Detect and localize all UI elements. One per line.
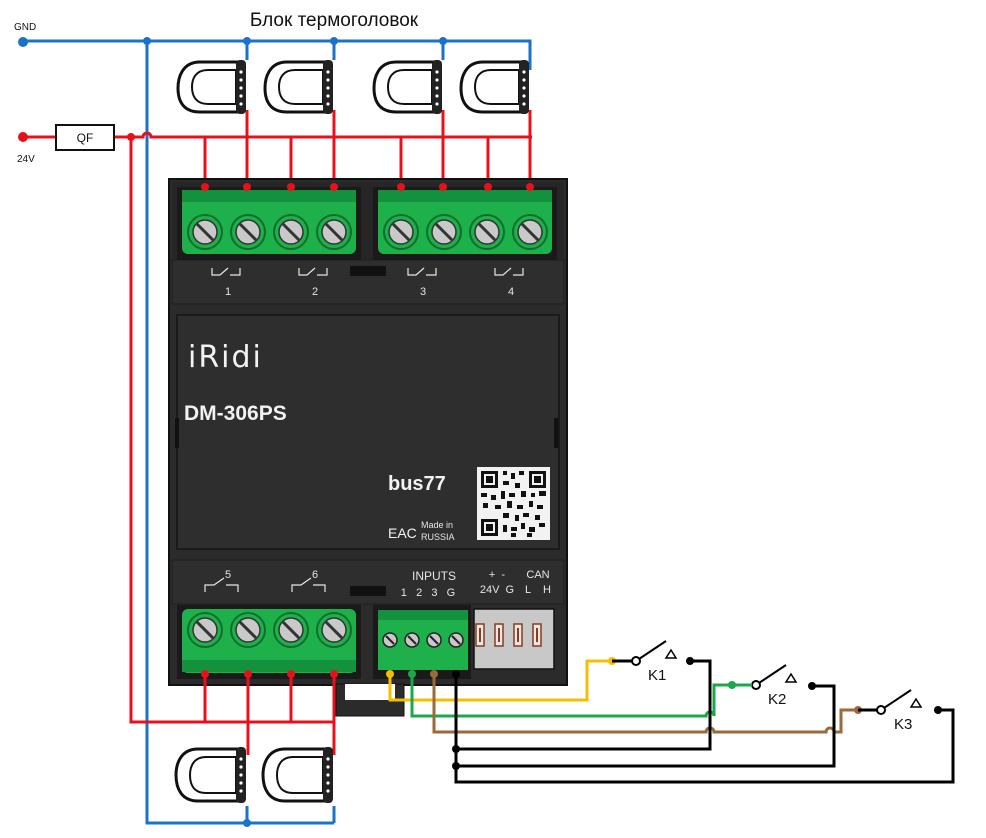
thermo-head-1 (176, 60, 246, 114)
terminal-block-top-right (373, 187, 557, 260)
svg-text:K3: K3 (894, 716, 912, 733)
relay-label-2: 2 (312, 286, 318, 298)
inputs-numbers: 1 2 3 G (401, 587, 455, 599)
gnd-label: GND (14, 22, 36, 33)
power-pins-top: + - (489, 569, 506, 581)
inputs-terminal (373, 605, 471, 679)
svg-text:K1: K1 (648, 667, 666, 684)
thermo-heads-bottom (174, 747, 333, 803)
made-in-line-2: RUSSIA (421, 532, 455, 542)
v24-label: 24V (17, 154, 35, 165)
svg-text:QF: QF (77, 131, 94, 145)
breaker-qf: QF (55, 124, 115, 151)
diagram-title: Блок термоголовок (250, 10, 419, 31)
thermo-head-3 (372, 60, 442, 114)
bus-logo: bus77 (388, 473, 446, 495)
thermo-head-5 (174, 747, 246, 803)
brand-logo: iRidi (188, 340, 263, 375)
cert-mark: EAC (388, 525, 417, 541)
can-label-top: CAN (526, 569, 549, 581)
switch-k2: K2 (732, 664, 816, 708)
relay-label-3: 3 (420, 286, 426, 298)
can-label-bottom: L H (525, 584, 551, 596)
switch-k3: K3 (858, 689, 942, 733)
power-pins-bottom: 24V G (480, 584, 514, 596)
thermo-head-2 (263, 60, 333, 114)
wire-k1 (388, 659, 612, 702)
inputs-title: INPUTS (412, 569, 456, 583)
terminal-block-bottom-left (177, 605, 361, 679)
bus-connector (473, 608, 555, 670)
valve-wires-bottom (203, 676, 336, 755)
thermo-head-6 (261, 747, 333, 803)
v24-terminal (18, 132, 28, 142)
relay-label-1: 1 (225, 286, 231, 298)
valve-wires-top (245, 110, 532, 186)
thermo-heads-top (176, 60, 529, 114)
device-model: DM-306PS (184, 402, 287, 425)
relay-label-6: 6 (312, 569, 318, 581)
relay-symbols-top (211, 267, 524, 276)
made-in-line-1: Made in (421, 520, 453, 530)
thermo-head-4 (459, 60, 529, 114)
relay-symbols-bottom (204, 577, 326, 592)
relay-label-4: 4 (508, 286, 514, 298)
terminal-block-top-left (177, 187, 361, 260)
qr-code-icon (477, 467, 550, 540)
svg-text:K2: K2 (768, 691, 786, 708)
switch-k1: K1 (612, 640, 694, 684)
relay-label-5: 5 (225, 569, 231, 581)
gnd-terminal (18, 37, 28, 47)
